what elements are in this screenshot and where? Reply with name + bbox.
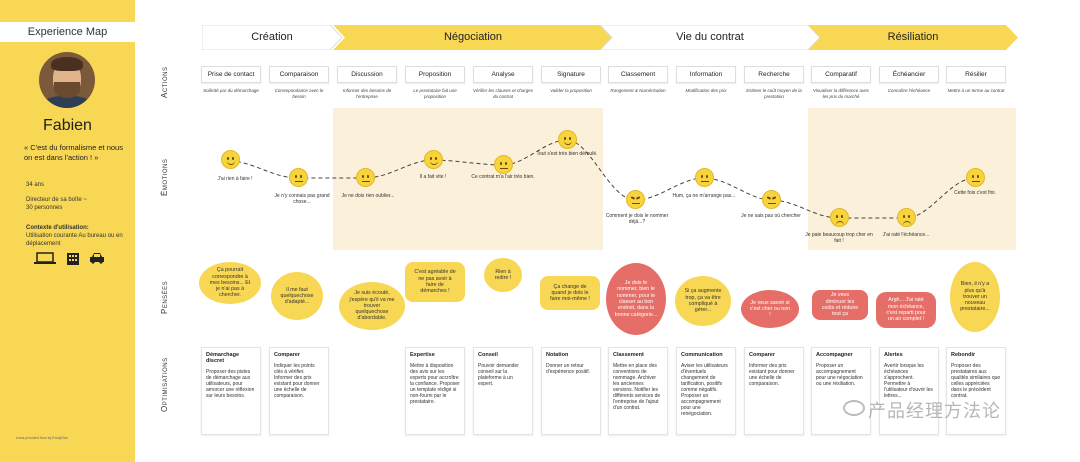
persona-panel: Experience Map Fabien « C'est du formali…	[0, 0, 135, 462]
action-desc: Visualiser la différence avec les prix d…	[813, 88, 869, 99]
wechat-icon	[843, 400, 865, 416]
emotion-label: J'ai rien à faire !	[217, 176, 253, 182]
action-card: Résilier	[946, 66, 1006, 83]
emotion-neutral-icon	[494, 155, 513, 174]
thought-bubble: Je veux savoir si c'est cher ou non !	[741, 290, 799, 328]
emotion-label: Tout s'est très bien déroulé.	[536, 151, 598, 157]
thought-bubble: Je veux diminuer les coûts et réduire to…	[812, 290, 868, 320]
action-card: Analyse	[473, 66, 533, 83]
persona-age: 34 ans	[26, 182, 45, 188]
emotion-happy-icon	[558, 130, 577, 149]
action-desc: Correspondance avec le besoin	[274, 88, 324, 99]
icon-credit: Icons provided from by EmojiOne	[16, 436, 68, 440]
thought-bubble: Si ça augmente trop, ça va être compliqu…	[675, 276, 731, 326]
context-lines: Utilisation courante Au bureau ou en dép…	[26, 233, 123, 247]
action-desc: Valider la proposition	[550, 88, 592, 93]
action-card: Comparaison	[269, 66, 329, 83]
thought-bubble: Ça change de quand je dois le faire moi-…	[540, 276, 600, 310]
emotion-label: Je paie beaucoup trop cher en fait !	[805, 232, 873, 244]
action-card: Recherche	[744, 66, 804, 83]
building-icon	[66, 252, 80, 267]
persona-role: Directeur de sa boîte ~ 30 personnes	[26, 197, 87, 211]
laptop-icon	[34, 252, 56, 267]
emotion-angry-icon	[626, 190, 645, 209]
watermark: 产品经理方法论	[868, 401, 1001, 421]
emotion-sad-icon	[830, 208, 849, 227]
emotion-label: Il a fait vite !	[419, 174, 447, 180]
action-desc: Vérifier les clauses et charges du contr…	[472, 88, 534, 99]
action-desc: Sollicité par du démarchage	[203, 88, 259, 93]
emotion-label: Comment je dois le nommer déjà...?	[605, 213, 669, 225]
emotion-happy-icon	[424, 150, 443, 169]
phase-negociation: Négociation	[333, 25, 613, 50]
emotion-happy-icon	[221, 150, 240, 169]
emotion-neutral-icon	[966, 168, 985, 187]
action-card: Discussion	[337, 66, 397, 83]
persona-name: Fabien	[43, 117, 92, 134]
action-card: Information	[676, 66, 736, 83]
map-title: Experience Map	[0, 22, 135, 42]
shade-negociation	[333, 108, 603, 250]
thought-bubble: Je dois le nommer, bien le nommer, pour …	[606, 263, 666, 335]
thought-bubble: Rien à redire !	[484, 258, 522, 292]
action-desc: Informer des besoins de l'entreprise	[342, 88, 392, 99]
thought-bubble: Il me faut quelquechose d'adapté...	[271, 272, 323, 320]
emotion-label: Je n'y connais pas grand chose...	[274, 193, 330, 205]
thought-bubble: Argh... J'ai raté mon échéance, c'est re…	[876, 292, 936, 328]
emotion-label: Cette fois c'est fini.	[954, 190, 996, 196]
action-desc: Estimer le coût moyen de la prestation	[746, 88, 802, 99]
emotion-angry-icon	[762, 190, 781, 209]
device-icons	[34, 252, 104, 267]
action-card: Signature	[541, 66, 601, 83]
thought-bubble: C'est agréable de ne pas avoir à faire d…	[405, 262, 465, 302]
emotion-sad-icon	[897, 208, 916, 227]
avatar	[39, 52, 95, 108]
action-desc: Mettre à un terme au contrat	[947, 88, 1005, 93]
thought-bubble: Ça pourrait correspondre à mes besoins..…	[199, 262, 261, 304]
emotion-label: Je ne dois rien oublier...	[341, 193, 395, 199]
emotion-label: Hum, ça ne m'arrange pas...	[672, 193, 736, 199]
phase-resiliation: Résiliation	[808, 25, 1018, 50]
phase-vie-contrat: Vie du contrat	[600, 25, 820, 50]
action-card: Proposition	[405, 66, 465, 83]
car-icon	[90, 252, 104, 267]
emotion-neutral-icon	[695, 168, 714, 187]
phase-creation: Création	[202, 25, 342, 50]
persona-quote: « C'est du formalisme et nous on est dan…	[24, 143, 123, 162]
action-card: Comparatif	[811, 66, 871, 83]
action-desc: Le prestataire fait une proposition	[413, 88, 457, 99]
action-desc: Connaître l'échéance	[887, 88, 931, 93]
context-title: Contexte d'utilisation:	[26, 225, 89, 231]
thought-bubble: Bien, il n'y a plus qu'à trouver un nouv…	[950, 262, 1000, 332]
emotion-label: Je ne sais pas où chercher	[741, 213, 801, 219]
action-desc: Modification des prix	[685, 88, 727, 93]
action-card: Classement	[608, 66, 668, 83]
emotion-label: Ce contrat m'a l'air très bien.	[471, 174, 535, 180]
emotion-label: J'ai raté l'échéance...	[882, 232, 930, 238]
emotion-neutral-icon	[356, 168, 375, 187]
action-desc: Rangement & Numérisation	[610, 88, 666, 93]
action-card: Prise de contact	[201, 66, 261, 83]
emotion-neutral-icon	[289, 168, 308, 187]
action-card: Échéancier	[879, 66, 939, 83]
thought-bubble: Je suis écouté, j'espère qu'il va me tro…	[339, 282, 405, 330]
